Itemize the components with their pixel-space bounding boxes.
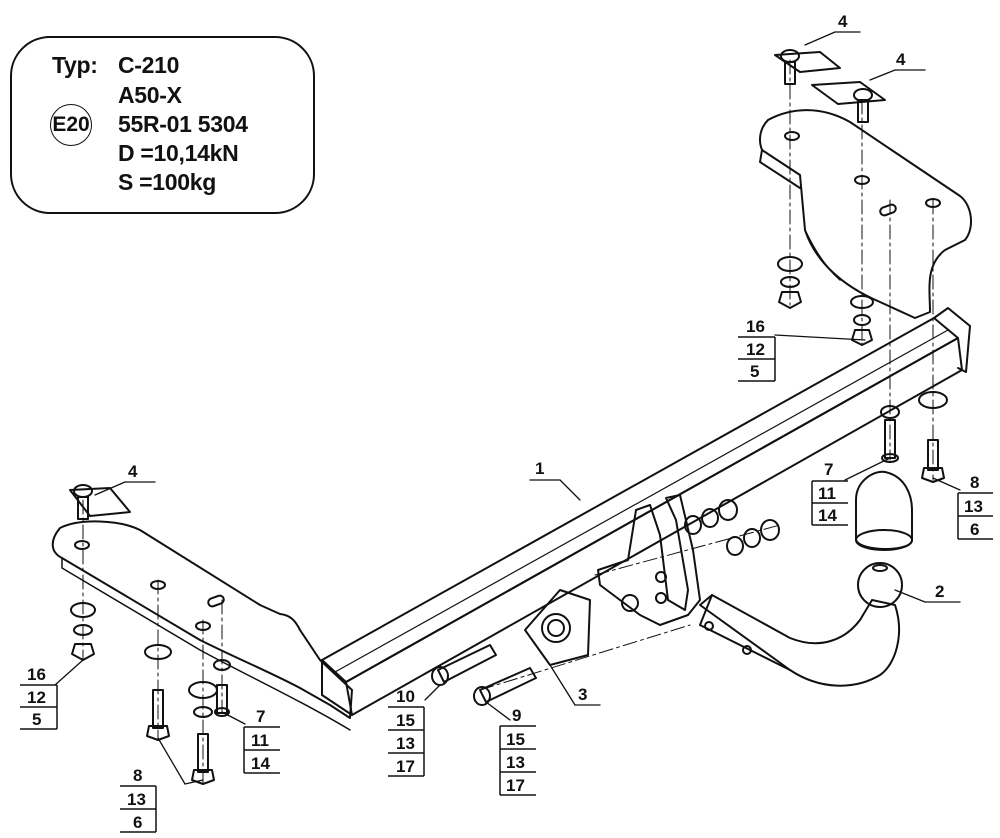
typ-value: C-210	[118, 52, 180, 78]
part-label: 2	[935, 582, 944, 601]
part-label: 6	[970, 520, 979, 539]
part-label: 13	[964, 497, 983, 516]
tow-ball-cap	[855, 470, 913, 550]
part-label: 4	[128, 462, 138, 481]
ball-mount-flange	[597, 494, 701, 626]
part-label: 11	[818, 484, 836, 503]
part-label: 14	[818, 506, 837, 525]
callout-stack-16-12-5-right: 16 12 5	[738, 317, 776, 382]
part-label: 17	[396, 757, 415, 776]
part-label: 7	[256, 707, 265, 726]
left-bracket	[51, 520, 353, 719]
callout-ref-4a: 4	[838, 12, 848, 31]
part-label: 13	[396, 734, 415, 753]
part-label: 16	[746, 317, 765, 336]
part-label: 17	[506, 776, 525, 795]
part-label: 5	[750, 362, 759, 381]
right-bracket-gusset	[804, 229, 841, 281]
bolt-plate-4b	[811, 81, 886, 105]
variant-value: A50-X	[118, 82, 182, 108]
tow-ball-neck	[699, 594, 901, 687]
callout-ref-3: 3	[578, 685, 587, 704]
part-label: 3	[578, 685, 587, 704]
part-label: 13	[127, 790, 146, 809]
right-bracket	[759, 109, 972, 319]
part-label: 10	[396, 687, 415, 706]
callout-stack-9-15-13-17: 9 15 13 17	[499, 706, 536, 796]
cross-beam-end-right	[933, 307, 971, 373]
callout-ref-4c: 4	[128, 462, 138, 481]
callout-ref-1: 1	[535, 459, 544, 478]
part-label: 4	[838, 12, 848, 31]
left-bracket-edge	[61, 557, 351, 731]
callout-stack-10-15-13-17: 10 15 13 17	[388, 687, 425, 777]
part-label: 9	[512, 706, 521, 725]
right-bracket-edge	[759, 149, 801, 189]
callout-stack-16-12-5-left: 16 12 5	[20, 665, 58, 730]
part-label: 8	[970, 473, 979, 492]
part-label: 12	[746, 340, 765, 359]
typ-label: Typ:	[52, 52, 98, 78]
callout-stack-7-11-14-left: 7 11 14	[243, 707, 280, 774]
part-label: 15	[506, 730, 525, 749]
cross-beam-top	[345, 337, 963, 716]
part-label: 4	[896, 50, 906, 69]
part-label: 8	[133, 766, 142, 785]
callout-stack-7-11-14-right: 7 11 14	[811, 460, 848, 526]
callout-ref-4b: 4	[896, 50, 906, 69]
cross-beam-end-left	[321, 659, 353, 716]
type-approval-box	[10, 36, 315, 214]
part-label: 11	[251, 731, 269, 750]
part-label: 13	[506, 753, 525, 772]
part-label: 1	[535, 459, 544, 478]
part-label: 5	[32, 710, 41, 729]
part-label: 16	[27, 665, 46, 684]
approval-mark: E20	[52, 113, 90, 136]
part-label: 12	[27, 688, 46, 707]
socket-plate	[524, 589, 591, 666]
bolt-9	[479, 667, 537, 703]
cross-beam-front	[321, 317, 959, 683]
callout-stack-8-13-6-left: 8 13 6	[120, 766, 157, 833]
bolt-plate-4a	[774, 51, 841, 73]
s-value: S =100kg	[118, 169, 216, 195]
bolt-10	[437, 644, 497, 683]
d-value: D =10,14kN	[118, 140, 239, 166]
approval-number: 55R-01 5304	[118, 111, 248, 137]
approval-mark-badge: E20	[50, 104, 92, 146]
callout-ref-2: 2	[935, 582, 944, 601]
part-label: 6	[133, 813, 142, 832]
part-label: 14	[251, 754, 270, 773]
part-label: 15	[396, 711, 415, 730]
callout-stack-8-13-6-right: 8 13 6	[957, 473, 993, 540]
part-label: 7	[824, 460, 833, 479]
